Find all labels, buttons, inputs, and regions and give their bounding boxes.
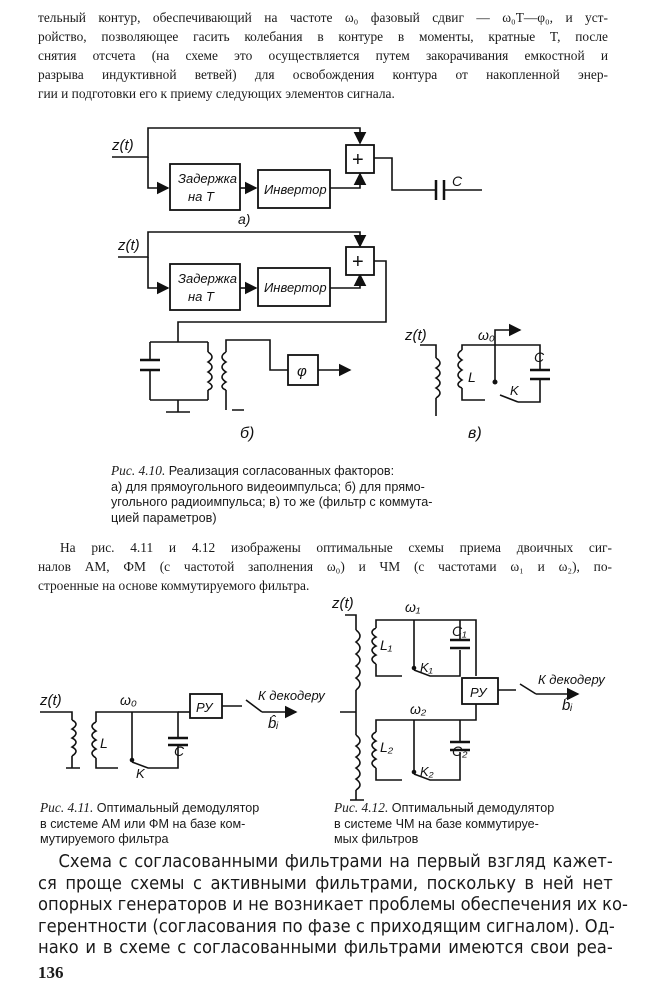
input-label: z(t): [39, 692, 62, 709]
caption-number: Рис. 4.11.: [40, 800, 94, 815]
caption-line: мутируемого фильтра: [40, 832, 169, 846]
caption-line: Оптимальный демодулятор: [93, 801, 260, 815]
text-line: гии и подготовки его к приему следующих …: [38, 86, 395, 101]
output-label: К декодеру: [538, 672, 606, 687]
output-symbol: b̂ᵢ: [562, 697, 573, 714]
omega-label: ω₀: [120, 692, 137, 708]
delay-label: Задержка: [178, 271, 237, 286]
capacitor-label: C₁: [452, 623, 467, 639]
fig-4-10-v: z(t) ω₀ L C K в): [404, 323, 550, 442]
inductor-label: L: [468, 369, 476, 385]
adder-label: +: [352, 251, 364, 273]
text-line: нако и в схеме с согласованными фильтрам…: [38, 938, 613, 958]
delay-label: на T: [188, 189, 215, 204]
text-line: Схема с согласованными фильтрами на перв…: [58, 852, 613, 872]
inverter-block: [257, 169, 331, 209]
decision-block: [461, 677, 499, 705]
capacitor-label: C: [174, 743, 185, 759]
page-number: 136: [38, 963, 64, 982]
caption-line: мых фильтров: [334, 832, 419, 846]
inductor-label: L: [100, 735, 108, 751]
caption-line: в системе АМ или ФМ на базе ком-: [40, 816, 246, 831]
delay-label: Задержка: [178, 171, 237, 186]
text-line: строенные на основе коммутируемого фильт…: [38, 578, 310, 593]
omega-label: ω₀: [478, 327, 495, 343]
fig-4-10-b: z(t) Задержка на T Инвертор + φ б): [117, 231, 387, 442]
inverter-label: Инвертор: [264, 280, 327, 295]
middle-paragraph: На рис. 4.11 и 4.12 изображены оптимальн…: [38, 538, 612, 595]
caption-line: Реализация согласованных факторов:: [165, 464, 395, 478]
delay-label: на T: [188, 289, 215, 304]
caption-number: Рис. 4.10.: [111, 463, 166, 478]
fig-4-12: z(t) РУ ω₁ L₁ C₁ K₁ ω₂ L₂ C₂ K₂ К декоде…: [331, 595, 606, 801]
output-symbol: b̂ᵢ: [268, 715, 279, 732]
subfigure-label: а): [238, 211, 250, 227]
text-line: тельный контур, обеспечивающий на частот…: [38, 10, 608, 25]
fig-4-12-caption: Рис. 4.12. Оптимальный демодулятор в сис…: [334, 800, 614, 848]
subfigure-label: б): [240, 425, 254, 442]
decision-label: РУ: [196, 700, 214, 715]
delay-block: [169, 163, 241, 211]
capacitor-label: C: [452, 173, 463, 189]
capacitor-label: C₂: [452, 743, 468, 759]
inverter-block: [257, 267, 331, 307]
text-line: снятия отсчета (на схеме это осуществляе…: [38, 48, 608, 63]
adder-label: +: [352, 149, 364, 171]
omega-label: ω₂: [410, 701, 427, 717]
switch-label: K₂: [420, 764, 434, 779]
fig-4-11-caption: Рис. 4.11. Оптимальный демодулятор в сис…: [40, 800, 320, 848]
text-line: опорных генераторов и не возникает пробл…: [38, 895, 628, 915]
inductor-label: L₂: [380, 739, 394, 755]
omega-label: ω₁: [405, 599, 421, 615]
text-line: герентности (согласования по фазе с прих…: [38, 916, 615, 937]
decision-label: РУ: [470, 685, 488, 700]
input-label: z(t): [331, 595, 354, 612]
caption-line: а) для прямоугольного видеоимпульса; б) …: [111, 479, 425, 494]
output-label: К декодеру: [258, 688, 326, 703]
inductor-label: L₁: [380, 637, 393, 653]
bottom-paragraph: Схема с согласованными фильтрами на перв…: [38, 852, 628, 960]
switch-label: K: [136, 766, 146, 781]
text-line: ройство, позволяющее гасить колебания в …: [38, 29, 608, 44]
input-label: z(t): [117, 237, 140, 254]
caption-first-line: Рис. 4.10. Реализация согласованных факт…: [111, 463, 531, 480]
caption-line: угольного радиоимпульса; в) то же (фильт…: [111, 495, 433, 509]
caption-number: Рис. 4.12.: [334, 800, 389, 815]
caption-line: цией параметров): [111, 510, 217, 525]
top-paragraph: тельный контур, обеспечивающий на частот…: [38, 8, 608, 103]
switch-label: K₁: [420, 660, 433, 675]
input-label: z(t): [404, 327, 427, 344]
caption-first-line: Рис. 4.11. Оптимальный демодулятор: [40, 800, 320, 817]
text-line: На рис. 4.11 и 4.12 изображены оптимальн…: [60, 540, 612, 555]
delay-block: [169, 263, 241, 311]
text-line: ся проще схемы с активными фильтрами, по…: [38, 873, 613, 894]
phase-label: φ: [297, 363, 307, 380]
fig-4-10-caption: Рис. 4.10. Реализация согласованных факт…: [111, 463, 531, 526]
text-line: налов АМ, ФМ (с частотой заполнения ω₀) …: [38, 559, 612, 574]
text-line: разрыва индуктивной ветвей) для освобожд…: [38, 67, 608, 82]
inverter-label: Инвертор: [264, 182, 327, 197]
switch-label: K: [510, 383, 520, 398]
capacitor-label: C: [534, 349, 545, 365]
fig-4-10-a: z(t) Задержка на T Инвертор + C а): [111, 127, 482, 227]
fig-4-11: z(t) РУ ω₀ L K C К декодеру b̂ᵢ: [39, 688, 326, 781]
caption-line: в системе ЧМ на базе коммутируе-: [334, 816, 539, 831]
input-label: z(t): [111, 137, 134, 154]
caption-first-line: Рис. 4.12. Оптимальный демодулятор: [334, 800, 614, 817]
caption-line: Оптимальный демодулятор: [388, 801, 555, 815]
adder-block: [345, 144, 375, 174]
subfigure-label: в): [468, 425, 482, 442]
